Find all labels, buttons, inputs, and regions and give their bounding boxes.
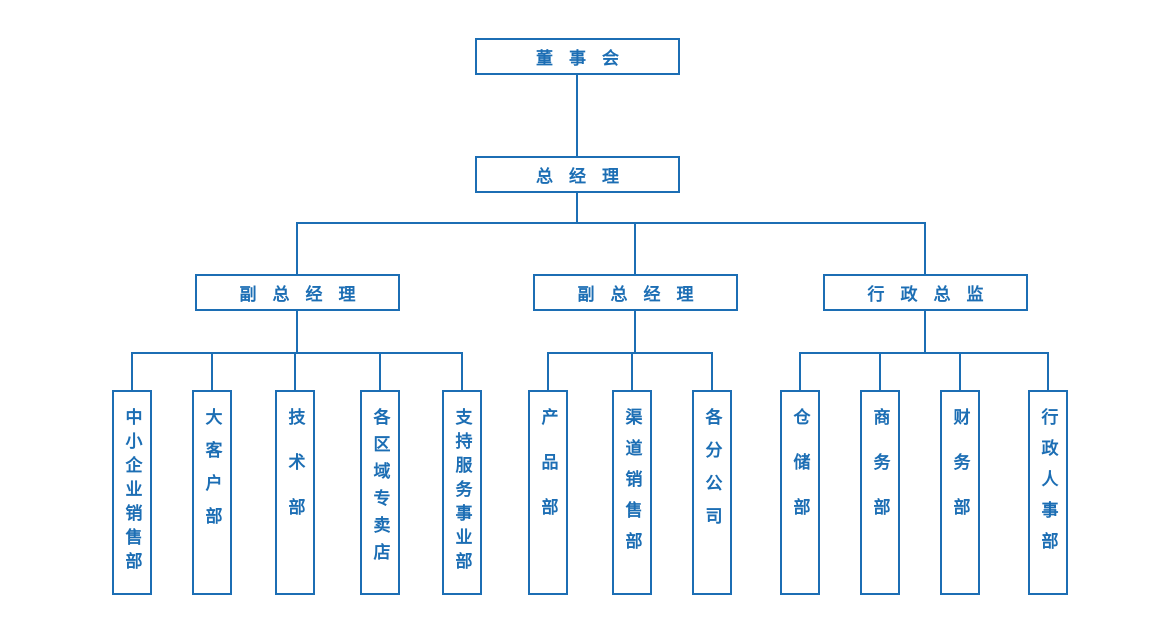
connector-line xyxy=(959,352,961,390)
connector-line xyxy=(294,352,296,390)
connector-line xyxy=(924,311,926,352)
node-board: 董事会 xyxy=(475,38,680,75)
node-finance-dept-label: 财务部 xyxy=(949,408,970,543)
connector-line xyxy=(296,222,926,224)
node-technology-dept: 技术部 xyxy=(275,390,315,595)
node-vice-gm-2: 副总经理 xyxy=(533,274,738,311)
connector-line xyxy=(634,311,636,352)
node-product-dept: 产品部 xyxy=(528,390,568,595)
node-general-manager: 总经理 xyxy=(475,156,680,193)
node-finance-dept: 财务部 xyxy=(940,390,980,595)
node-regional-stores: 各区域专卖店 xyxy=(360,390,400,595)
connector-line xyxy=(296,311,298,352)
node-regional-stores-label: 各区域专卖店 xyxy=(369,408,390,570)
node-commerce-dept-label: 商务部 xyxy=(869,408,890,543)
node-support-service-division: 支持服务事业部 xyxy=(442,390,482,595)
node-board-label: 董事会 xyxy=(536,49,635,69)
connector-line xyxy=(379,352,381,390)
node-vice-gm-2-label: 副总经理 xyxy=(577,285,710,305)
connector-line xyxy=(576,74,578,156)
node-vice-gm-1-label: 副总经理 xyxy=(239,285,372,305)
node-branch-companies-label: 各分公司 xyxy=(701,408,722,540)
connector-line xyxy=(296,222,298,274)
node-branch-companies: 各分公司 xyxy=(692,390,732,595)
connector-line xyxy=(547,352,549,390)
node-key-account-dept-label: 大客户部 xyxy=(201,408,222,540)
node-sme-sales-dept: 中小企业销售部 xyxy=(112,390,152,595)
node-channel-sales-dept: 渠道销售部 xyxy=(612,390,652,595)
node-channel-sales-dept-label: 渠道销售部 xyxy=(621,408,642,563)
node-warehouse-dept: 仓储部 xyxy=(780,390,820,595)
node-admin-hr-dept-label: 行政人事部 xyxy=(1037,408,1058,563)
node-technology-dept-label: 技术部 xyxy=(284,408,305,543)
node-admin-hr-dept: 行政人事部 xyxy=(1028,390,1068,595)
node-admin-director-label: 行政总监 xyxy=(867,285,1000,305)
node-warehouse-dept-label: 仓储部 xyxy=(789,408,810,543)
connector-line xyxy=(547,352,713,354)
connector-line xyxy=(131,352,463,354)
connector-line xyxy=(1047,352,1049,390)
node-key-account-dept: 大客户部 xyxy=(192,390,232,595)
connector-line xyxy=(131,352,133,390)
node-support-service-division-label: 支持服务事业部 xyxy=(451,408,472,576)
connector-line xyxy=(879,352,881,390)
node-commerce-dept: 商务部 xyxy=(860,390,900,595)
connector-line xyxy=(461,352,463,390)
node-sme-sales-dept-label: 中小企业销售部 xyxy=(121,408,142,576)
connector-line xyxy=(576,192,578,222)
node-product-dept-label: 产品部 xyxy=(537,408,558,543)
connector-line xyxy=(799,352,801,390)
connector-line xyxy=(711,352,713,390)
node-general-manager-label: 总经理 xyxy=(536,167,635,187)
connector-line xyxy=(799,352,1049,354)
connector-line xyxy=(631,352,633,390)
connector-line xyxy=(924,222,926,274)
connector-line xyxy=(634,222,636,274)
connector-line xyxy=(211,352,213,390)
node-admin-director: 行政总监 xyxy=(823,274,1028,311)
node-vice-gm-1: 副总经理 xyxy=(195,274,400,311)
